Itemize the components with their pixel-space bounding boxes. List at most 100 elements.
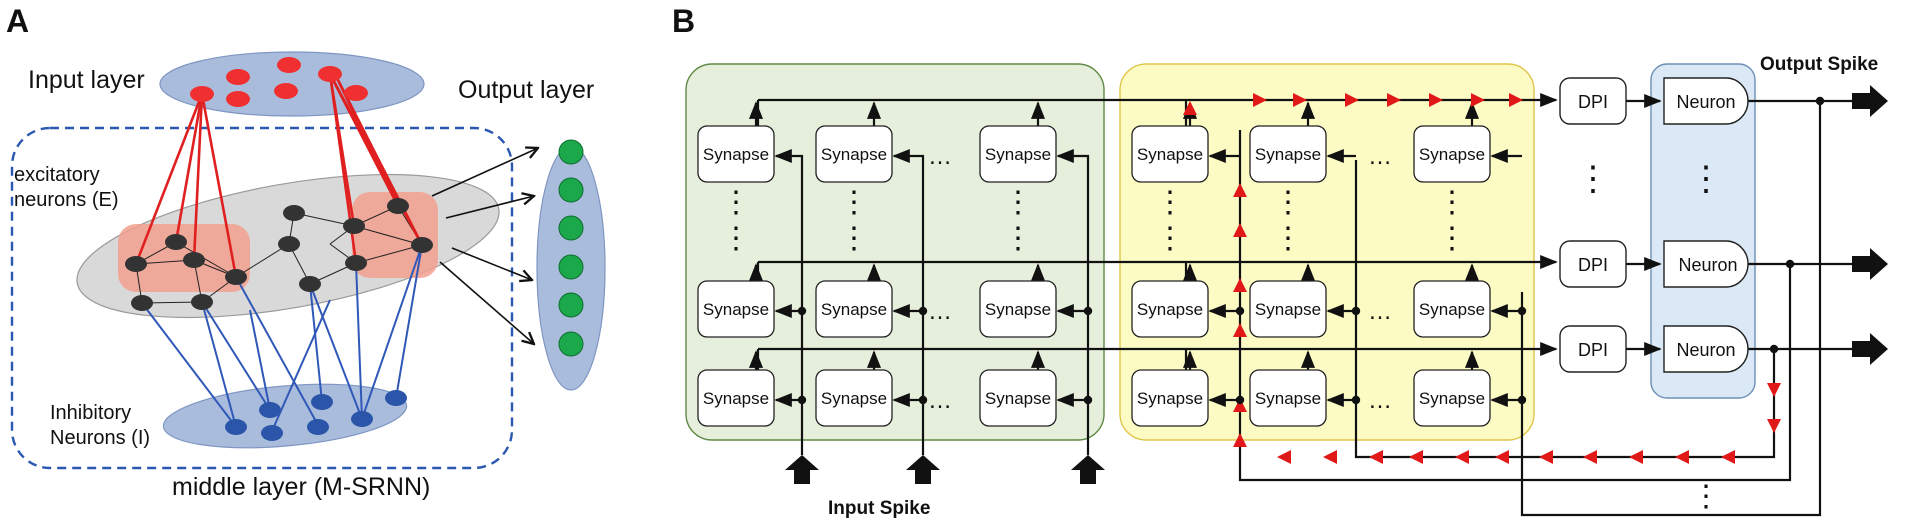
input-spike-arrows <box>785 455 1105 484</box>
feedback-arrowhead <box>1721 450 1735 464</box>
feedback-arrowhead <box>1767 419 1781 433</box>
input-spike-label: Input Spike <box>828 498 930 519</box>
neuron-label-2: Neuron <box>1678 255 1737 275</box>
synapse-box: Synapse <box>1413 369 1491 427</box>
column-ellipsis: … <box>928 387 952 414</box>
panel-b: B SynapseSynapseSynapseSynapseSynapseSyn… <box>672 3 1888 519</box>
synapse-box: Synapse <box>979 125 1057 183</box>
synapse-label: Synapse <box>821 389 887 408</box>
synapse-label: Synapse <box>821 145 887 164</box>
inhibitory-feedback-arrows <box>1183 93 1781 464</box>
synapse-box: Synapse <box>1413 125 1491 183</box>
column-ellipsis: … <box>928 298 952 325</box>
feedback-arrowhead <box>1293 93 1307 107</box>
excitatory-label-line2: neurons (E) <box>14 189 119 211</box>
synapse-box: Synapse <box>815 280 893 338</box>
synapse-label: Synapse <box>1255 300 1321 319</box>
junction-dot <box>797 395 807 405</box>
neuron-label-3: Neuron <box>1676 340 1735 360</box>
synapse-box: Synapse <box>697 369 775 427</box>
output-spike-label: Output Spike <box>1760 54 1878 75</box>
synapse-box: Synapse <box>979 280 1057 338</box>
excitatory-label-line1: excitatory <box>14 164 100 186</box>
synapse-label: Synapse <box>1137 145 1203 164</box>
synapse-box: Synapse <box>1131 125 1209 183</box>
row-vdots: ⋮ <box>721 222 751 255</box>
feedback-arrowhead <box>1183 101 1197 115</box>
junction-dot <box>1769 344 1779 354</box>
synapse-box: Synapse <box>1131 280 1209 338</box>
synapse-box: Synapse <box>697 125 775 183</box>
row-vdots: ⋮ <box>1155 222 1185 255</box>
feedback-arrowhead <box>1233 323 1247 337</box>
excitatory-cluster-right <box>352 192 438 278</box>
feedback-arrowhead <box>1539 450 1553 464</box>
column-ellipsis: … <box>1368 387 1392 414</box>
column-ellipsis: … <box>1368 298 1392 325</box>
junction-dot <box>1083 395 1093 405</box>
dpi-label-3: DPI <box>1578 340 1608 360</box>
feedback-arrowhead <box>1471 93 1485 107</box>
synapse-label: Synapse <box>1137 389 1203 408</box>
junction-dot <box>1351 395 1361 405</box>
inhibitory-region <box>162 383 408 449</box>
feedback-arrowhead <box>1495 450 1509 464</box>
row-vdots: ⋮ <box>1273 186 1303 219</box>
dpi-row-1: DPI <box>1559 77 1627 125</box>
synapse-label: Synapse <box>1419 300 1485 319</box>
input-neurons <box>190 57 368 107</box>
middle-layer-label: middle layer (M-SRNN) <box>172 473 430 501</box>
inhibitory-label-line2: Neurons (I) <box>50 427 150 449</box>
panel-b-letter: B <box>672 3 695 39</box>
synapse-label: Synapse <box>1255 145 1321 164</box>
junction-dot <box>1785 259 1795 269</box>
neuron-vdots: ⋮ <box>1689 160 1723 198</box>
inhibitory-label-line1: Inhibitory <box>50 402 131 424</box>
junction-dot <box>1517 306 1527 316</box>
feedback-vdots: ⋮ <box>1691 480 1721 513</box>
output-spike-arrows <box>1852 85 1888 365</box>
junction-dot <box>918 395 928 405</box>
row-vdots: ⋮ <box>1437 222 1467 255</box>
feedback-arrowhead <box>1455 450 1469 464</box>
synapse-label: Synapse <box>703 145 769 164</box>
synapse-label: Synapse <box>1419 145 1485 164</box>
synapse-box: Synapse <box>1249 125 1327 183</box>
synapse-label: Synapse <box>985 145 1051 164</box>
synapse-label: Synapse <box>985 389 1051 408</box>
junction-dots <box>797 96 1825 405</box>
dpi-label-1: DPI <box>1578 92 1608 112</box>
synapse-label: Synapse <box>1255 389 1321 408</box>
feedback-arrowhead <box>1323 450 1337 464</box>
synapse-box: Synapse <box>1413 280 1491 338</box>
feedback-arrowhead <box>1233 183 1247 197</box>
synapse-box: Synapse <box>1131 369 1209 427</box>
input-connections <box>134 73 424 278</box>
synapse-label: Synapse <box>703 300 769 319</box>
dpi-vdots: ⋮ <box>1576 160 1610 198</box>
row-vdots: ⋮ <box>721 186 751 219</box>
column-ellipsis: … <box>928 143 952 170</box>
row-vdots: ⋮ <box>1003 186 1033 219</box>
feedback-arrowhead <box>1277 450 1291 464</box>
row-vdots: ⋮ <box>1155 186 1185 219</box>
synapse-label: Synapse <box>1419 389 1485 408</box>
synapse-box: Synapse <box>815 369 893 427</box>
junction-dot <box>1517 395 1527 405</box>
synapse-box: Synapse <box>1249 369 1327 427</box>
junction-dot <box>918 306 928 316</box>
feedback-arrowhead <box>1233 278 1247 292</box>
synapse-label: Synapse <box>1137 300 1203 319</box>
dpi-row-2: DPI <box>1559 240 1627 288</box>
feedback-arrowhead <box>1675 450 1689 464</box>
synapse-box: Synapse <box>1249 280 1327 338</box>
feedback-arrowhead <box>1767 383 1781 397</box>
junction-dot <box>1083 306 1093 316</box>
junction-dot <box>1815 96 1825 106</box>
neuron-region <box>1650 63 1756 399</box>
neuron-row-3: Neuron <box>1663 325 1749 373</box>
row-vdots: ⋮ <box>1437 186 1467 219</box>
inhibitory-neurons <box>225 390 407 441</box>
feedback-arrowhead <box>1387 93 1401 107</box>
row-vdots: ⋮ <box>1273 222 1303 255</box>
